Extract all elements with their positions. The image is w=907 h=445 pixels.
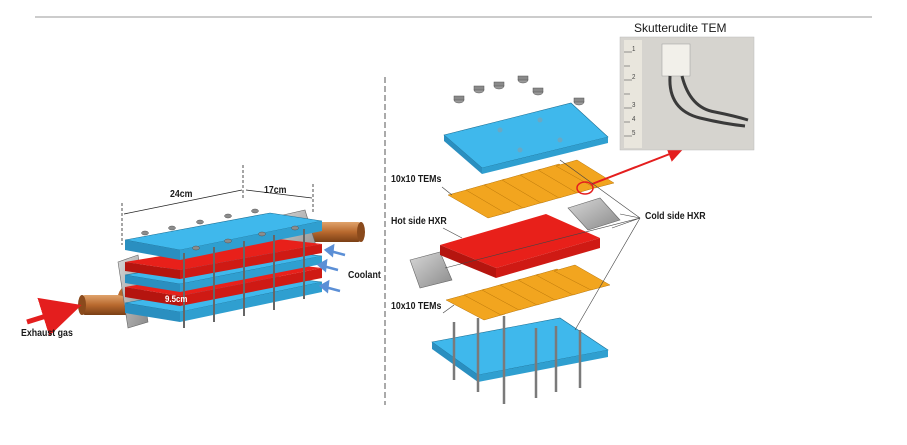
bottom-tem-array [445, 264, 611, 321]
ruler-mark: 3 [632, 102, 636, 109]
exhaust-gas-label: Exhaust gas [21, 328, 73, 339]
ruler-mark: 1 [632, 46, 636, 53]
bottom-cold-plate [431, 317, 609, 382]
hot-side-hxr-label: Hot side HXR [391, 216, 447, 227]
ruler-mark: 5 [632, 130, 636, 137]
tem-wire-2 [680, 75, 749, 122]
assembly-bolts [141, 208, 305, 328]
ruler-mark: 4 [632, 116, 636, 123]
exhaust-gas-arrow [26, 297, 82, 337]
top-tem-array [447, 159, 615, 219]
coolant-label: Coolant [348, 270, 381, 281]
tem-photo [619, 36, 755, 151]
cold-side-bracket-left [409, 251, 453, 289]
coolant-arrows [316, 243, 346, 294]
ruler-mark: 2 [632, 74, 636, 81]
dimension-height-label: 9.5cm [165, 294, 188, 304]
top-bolts [453, 75, 585, 106]
tems-bottom-label: 10x10 TEMs [391, 301, 442, 312]
exploded-view [409, 36, 755, 404]
top-cold-plate [443, 102, 609, 174]
bottom-bolts [452, 316, 582, 404]
cold-side-bracket-right [567, 197, 621, 231]
tem-highlight-circle [576, 181, 594, 195]
hot-side-hxr-plate [440, 214, 600, 278]
dimension-width-label: 24cm [170, 189, 193, 200]
tems-top-label: 10x10 TEMs [391, 174, 442, 185]
photo-title: Skutterudite TEM [634, 21, 727, 35]
dimension-lines [121, 165, 314, 245]
tem-zoom-arrow [591, 146, 684, 185]
dimension-depth-label: 17cm [264, 185, 287, 196]
cold-side-hxr-label: Cold side HXR [645, 211, 706, 222]
assembled-exchanger [26, 165, 365, 337]
tem-wire-1 [668, 75, 746, 128]
ruler [624, 40, 642, 148]
plate-stack [124, 212, 323, 322]
leader-lines [441, 159, 641, 331]
tem-module [661, 43, 691, 77]
